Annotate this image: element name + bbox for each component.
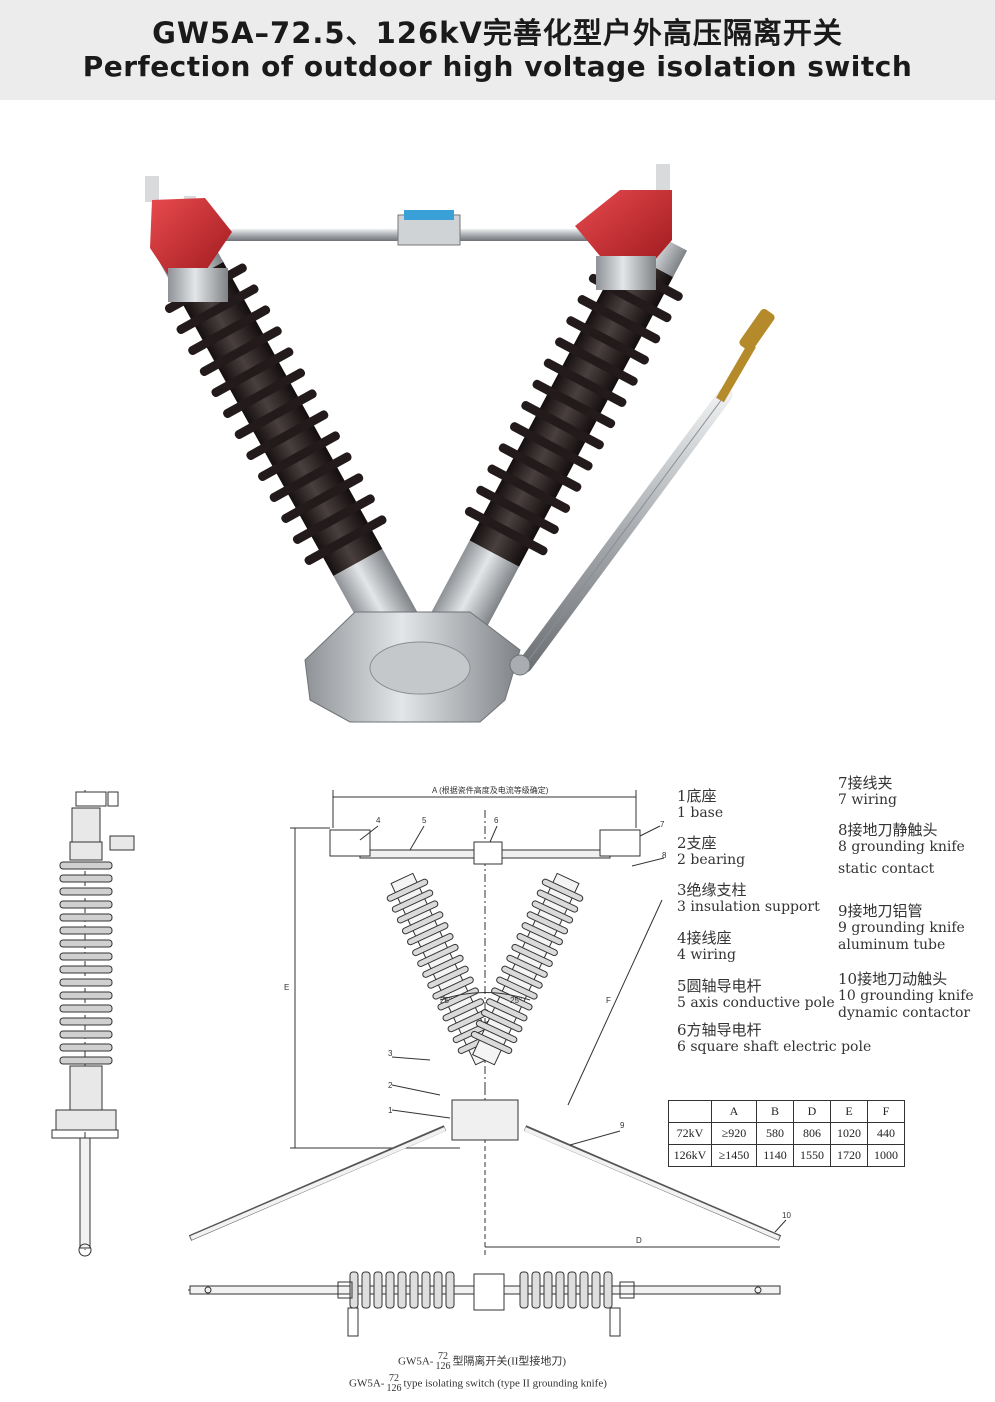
part-8-en: 8 grounding knife bbox=[838, 839, 965, 855]
part-2-cn: 2支座 bbox=[677, 834, 717, 852]
callout-2: 2 bbox=[388, 1081, 393, 1090]
dimension-e-label: E bbox=[284, 983, 289, 992]
operating-handle bbox=[517, 308, 775, 673]
table-cell: 1020 bbox=[830, 1122, 868, 1145]
table-cell: 440 bbox=[867, 1122, 905, 1145]
callout-10: 10 bbox=[782, 1211, 791, 1220]
right-insulator bbox=[427, 224, 688, 647]
title-chinese: GW5A–72.5、126kV完善化型户外高压隔离开关 bbox=[152, 16, 843, 50]
left-terminal-cap bbox=[145, 176, 232, 302]
table-row: 126kV ≥1450 1140 1550 1720 1000 bbox=[668, 1144, 905, 1167]
part-9-cn: 9接地刀铝管 bbox=[838, 902, 923, 920]
product-photo bbox=[145, 164, 775, 723]
dimension-d-label: D bbox=[636, 1236, 642, 1245]
angle-left-label: 25° bbox=[440, 996, 452, 1005]
table-header-cell bbox=[668, 1100, 712, 1123]
part-7-en: 7 wiring bbox=[838, 792, 897, 808]
part-1-en: 1 base bbox=[677, 805, 724, 821]
callout-9: 9 bbox=[620, 1121, 625, 1130]
side-view bbox=[51, 790, 135, 1257]
callout-1: 1 bbox=[388, 1106, 393, 1115]
table-header-cell: D bbox=[793, 1100, 831, 1123]
table-cell: ≥920 bbox=[711, 1122, 757, 1145]
table-header-cell: A bbox=[711, 1100, 757, 1123]
part-3-cn: 3绝缘支柱 bbox=[677, 881, 747, 899]
table-header-cell: B bbox=[756, 1100, 794, 1123]
base-casting bbox=[304, 611, 531, 723]
dimension-f-label: F bbox=[606, 996, 611, 1005]
part-10-en-line2: dynamic contactor bbox=[838, 1005, 971, 1021]
part-10-en: 10 grounding knife bbox=[838, 988, 974, 1004]
part-4-cn: 4接线座 bbox=[677, 929, 732, 947]
caption-cn-suffix: 型隔离开关(II型接地刀) bbox=[452, 1355, 567, 1368]
part-5-cn: 5圆轴导电杆 bbox=[677, 977, 762, 995]
table-cell: 580 bbox=[756, 1122, 794, 1145]
caption-en-suffix: type isolating switch (type II grounding… bbox=[403, 1377, 607, 1390]
callout-4: 4 bbox=[376, 816, 381, 825]
part-6-en: 6 square shaft electric pole bbox=[677, 1039, 872, 1055]
part-6-cn: 6方轴导电杆 bbox=[677, 1021, 762, 1039]
callout-5: 5 bbox=[422, 816, 427, 825]
table-row: 72kV ≥920 580 806 1020 440 bbox=[668, 1122, 905, 1145]
part-5-en: 5 axis conductive pole bbox=[677, 995, 835, 1011]
conductor-rod bbox=[210, 210, 590, 246]
part-3-en: 3 insulation support bbox=[677, 899, 820, 915]
angle-right-label: 25° bbox=[510, 996, 522, 1005]
table-cell: 72kV bbox=[668, 1122, 712, 1145]
callout-7: 7 bbox=[660, 820, 665, 829]
table-header-cell: E bbox=[830, 1100, 868, 1123]
callout-3: 3 bbox=[388, 1049, 393, 1058]
part-1-cn: 1底座 bbox=[677, 787, 717, 805]
table-header-row: A B D E F bbox=[668, 1100, 905, 1123]
top-view bbox=[188, 1271, 781, 1337]
table-cell: 1140 bbox=[756, 1144, 794, 1167]
table-cell: 806 bbox=[793, 1122, 831, 1145]
part-2-en: 2 bearing bbox=[677, 852, 746, 868]
caption-en-prefix: GW5A- bbox=[349, 1377, 385, 1390]
table-cell: ≥1450 bbox=[711, 1144, 757, 1167]
part-4-en: 4 wiring bbox=[677, 947, 736, 963]
dimension-a-label: A (根据瓷件高度及电流等级确定) bbox=[432, 785, 549, 795]
caption-cn-prefix: GW5A- bbox=[398, 1355, 434, 1368]
part-7-cn: 7接线夹 bbox=[838, 774, 893, 792]
part-8-cn: 8接地刀静触头 bbox=[838, 821, 938, 839]
table-cell: 1000 bbox=[867, 1144, 905, 1167]
table-header-cell: F bbox=[867, 1100, 905, 1123]
table-cell: 126kV bbox=[668, 1144, 712, 1167]
right-terminal-cap bbox=[575, 164, 672, 290]
front-view bbox=[188, 790, 787, 1255]
part-8-en-line2: static contact bbox=[838, 861, 935, 877]
spec-table: A B D E F 72kV ≥920 580 806 1020 440 126… bbox=[668, 1100, 905, 1167]
technical-drawing: A (根据瓷件高度及电流等级确定) E F D 25° 25° 1 2 3 4 … bbox=[51, 785, 791, 1337]
title-english: Perfection of outdoor high voltage isola… bbox=[82, 50, 913, 83]
header-band: GW5A–72.5、126kV完善化型户外高压隔离开关 Perfection o… bbox=[0, 0, 995, 100]
table-cell: 1720 bbox=[830, 1144, 868, 1167]
part-9-en: 9 grounding knife bbox=[838, 920, 965, 936]
callout-6: 6 bbox=[494, 816, 499, 825]
callout-8: 8 bbox=[662, 851, 667, 860]
table-cell: 1550 bbox=[793, 1144, 831, 1167]
part-10-cn: 10接地刀动触头 bbox=[838, 970, 948, 988]
part-9-en-line2: aluminum tube bbox=[838, 937, 946, 953]
